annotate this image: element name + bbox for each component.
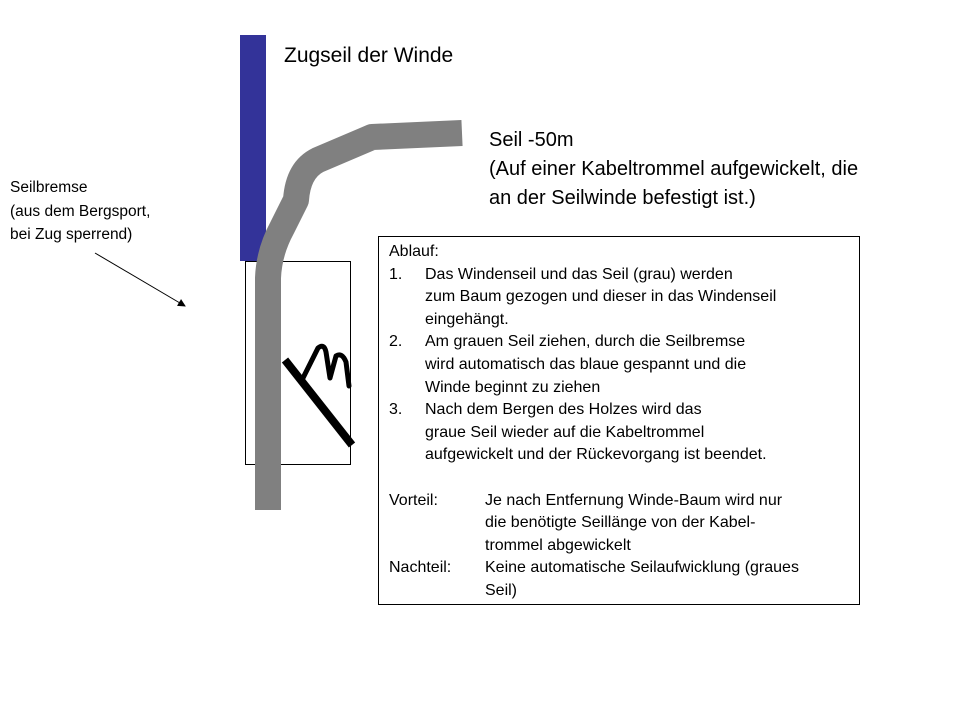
winch-rope-label: Zugseil der Winde (284, 44, 454, 67)
brake-bar (281, 357, 356, 448)
step-text: Das Windenseil und das Seil (grau) werde… (425, 265, 733, 283)
step-text: eingehängt. (425, 310, 509, 328)
label-line: (aus dem Bergsport, (10, 202, 151, 220)
brake-squiggle (298, 343, 352, 389)
disadvantage-text: Keine automatische Seilaufwicklung (grau… (485, 559, 799, 577)
step-number: 1. (389, 265, 403, 283)
label-line: an der Seilwinde befestigt ist.) (489, 187, 756, 209)
step-text: Winde beginnt zu ziehen (425, 378, 601, 396)
step-text: aufgewickelt und der Rückevorgang ist be… (425, 446, 767, 464)
step-text: wird automatisch das blaue gespannt und … (425, 355, 747, 373)
label-line: Seil -50m (489, 129, 574, 151)
step-text: Am grauen Seil ziehen, durch die Seilbre… (425, 333, 746, 351)
advantage-label: Vorteil: (389, 491, 438, 509)
step-text: graue Seil wieder auf die Kabeltrommel (425, 423, 705, 441)
rope-brake-label: Seilbremse (aus dem Bergsport, bei Zug s… (10, 176, 150, 247)
winch-rope (240, 35, 266, 261)
advantage-text: trommel abgewickelt (485, 536, 631, 554)
brake-pointer-arrow (94, 252, 186, 307)
grey-rope (255, 120, 463, 510)
step-text: zum Baum gezogen und dieser in das Winde… (425, 288, 777, 306)
step-text: Nach dem Bergen des Holzes wird das (425, 401, 702, 419)
step-number: 3. (389, 401, 403, 419)
advantage-text: Je nach Entfernung Winde-Baum wird nur (485, 491, 783, 509)
label-line: (Auf einer Kabeltrommel aufgewickelt, di… (489, 158, 859, 180)
procedure-heading: Ablauf: (389, 243, 439, 260)
procedure-box: Ablauf: 1. Das Windenseil und das Seil (g… (378, 236, 860, 605)
grey-rope-label: Seil -50m (Auf einer Kabeltrommel aufgew… (489, 126, 858, 213)
disadvantage-text: Seil) (485, 581, 518, 599)
disadvantage-label: Nachteil: (389, 559, 452, 577)
rope-brake-box (245, 261, 351, 465)
advantage-text: die benötigte Seillänge von der Kabel- (485, 514, 756, 532)
label-line: bei Zug sperrend) (10, 226, 133, 243)
label-line: Seilbremse (10, 179, 88, 196)
step-number: 2. (389, 333, 403, 351)
